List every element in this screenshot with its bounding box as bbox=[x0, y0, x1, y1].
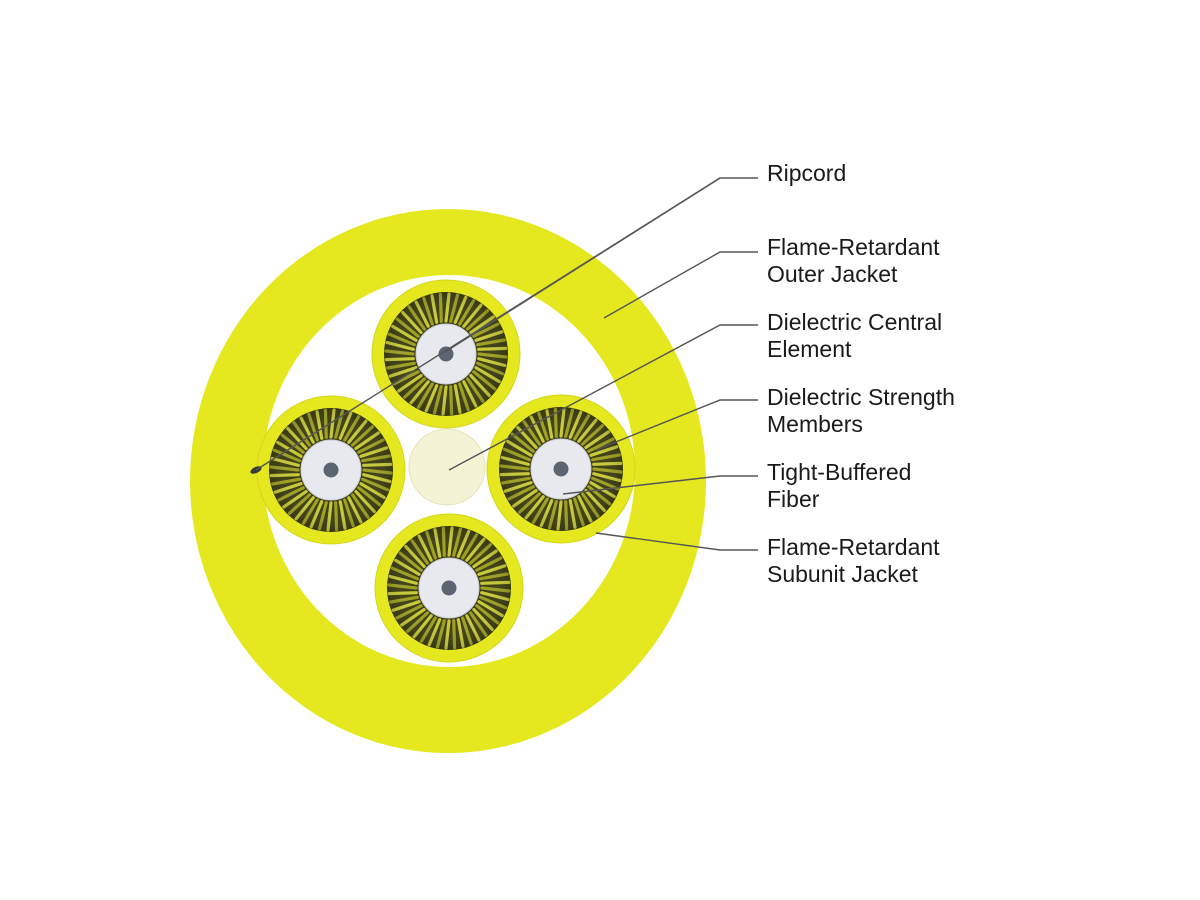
label-central-element-line-1: Dielectric Central bbox=[767, 309, 943, 335]
subunit-right bbox=[486, 394, 636, 544]
leader-line-subunit-jacket bbox=[595, 532, 758, 551]
label-tight-buffered-line-1: Tight-Buffered bbox=[767, 459, 912, 485]
label-ripcord: Ripcord bbox=[767, 160, 846, 187]
label-tight-buffered-line-2: Fiber bbox=[767, 486, 820, 512]
label-outer-jacket: Flame-Retardant Outer Jacket bbox=[767, 234, 940, 288]
label-central-element-line-2: Element bbox=[767, 336, 852, 362]
label-strength-members-line-1: Dielectric Strength bbox=[767, 384, 955, 410]
dielectric-central-element bbox=[408, 428, 486, 506]
subunits bbox=[256, 279, 636, 663]
label-subunit-jacket: Flame-Retardant Subunit Jacket bbox=[767, 534, 940, 588]
leader-line-central-element bbox=[448, 324, 758, 471]
label-outer-jacket-line-2: Outer Jacket bbox=[767, 261, 898, 287]
label-outer-jacket-line-1: Flame-Retardant bbox=[767, 234, 940, 260]
fiber-core bbox=[441, 580, 457, 596]
fiber-core bbox=[553, 461, 569, 477]
leader-line-strength-members bbox=[595, 399, 758, 451]
label-strength-members-line-2: Members bbox=[767, 411, 863, 437]
leader-line-tight-buffered bbox=[562, 475, 758, 495]
subunit-top bbox=[371, 279, 521, 429]
label-strength-members: Dielectric Strength Members bbox=[767, 384, 955, 438]
label-central-element: Dielectric Central Element bbox=[767, 309, 942, 363]
fiber-core bbox=[438, 346, 454, 362]
label-ripcord-line-1: Ripcord bbox=[767, 160, 847, 186]
fiber-core bbox=[323, 462, 339, 478]
label-tight-buffered: Tight-Buffered Fiber bbox=[767, 459, 911, 513]
leader-line-outer-jacket bbox=[603, 251, 758, 319]
subunit-left bbox=[256, 395, 406, 545]
label-subunit-jacket-line-2: Subunit Jacket bbox=[767, 561, 918, 587]
subunit-bottom bbox=[374, 513, 524, 663]
label-subunit-jacket-line-1: Flame-Retardant bbox=[767, 534, 940, 560]
leader-line-ripcord-branch bbox=[444, 177, 721, 353]
